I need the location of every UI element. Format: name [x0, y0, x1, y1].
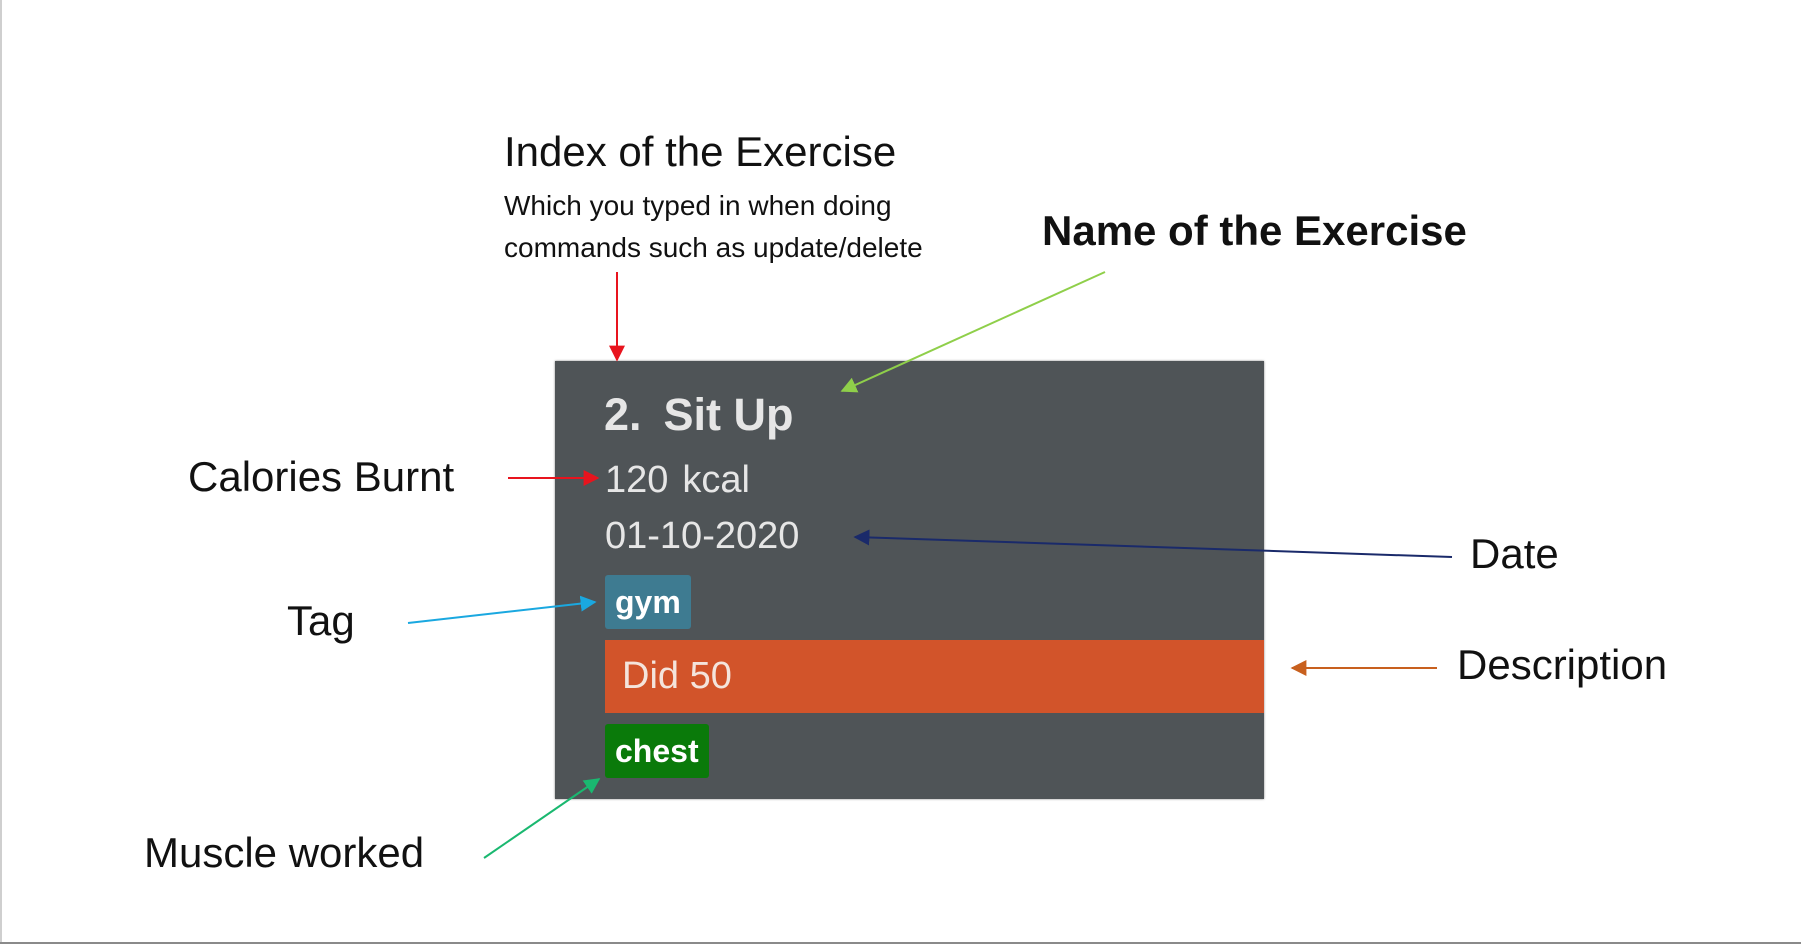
calories-unit: kcal	[682, 459, 750, 501]
annotation-index-subtitle: Which you typed in when doing commands s…	[504, 190, 923, 263]
annotation-name: Name of the Exercise	[1042, 207, 1467, 254]
exercise-tag: gym	[605, 575, 691, 629]
annotation-description: Description	[1457, 641, 1668, 688]
arrow-muscle	[483, 778, 601, 859]
exercise-index: 2.	[604, 389, 642, 440]
arrow-tag	[407, 595, 597, 624]
arrow-name	[840, 271, 1106, 393]
annotation-tag: Tag	[287, 597, 355, 644]
annotation-muscle: Muscle worked	[144, 829, 425, 876]
annotation-date: Date	[1470, 530, 1559, 577]
exercise-card[interactable]: 2. Sit Up 120 kcal 01-10-2020 gym Did 50 c…	[555, 361, 1264, 799]
exercise-description: Did 50	[605, 640, 1264, 713]
exercise-muscle: chest	[605, 724, 709, 778]
exercise-title: 2. Sit Up	[604, 389, 794, 441]
calories-value: 120	[605, 459, 669, 501]
arrow-date	[853, 529, 1453, 558]
exercise-calories: 120 kcal	[605, 459, 750, 502]
exercise-name: Sit Up	[663, 389, 794, 440]
exercise-date: 01-10-2020	[605, 515, 800, 557]
frame-bottom-edge	[0, 942, 1801, 944]
annotation-index-title: Index of the Exercise	[504, 128, 897, 175]
frame-left-edge	[0, 0, 2, 944]
annotation-calories: Calories Burnt	[188, 453, 455, 500]
